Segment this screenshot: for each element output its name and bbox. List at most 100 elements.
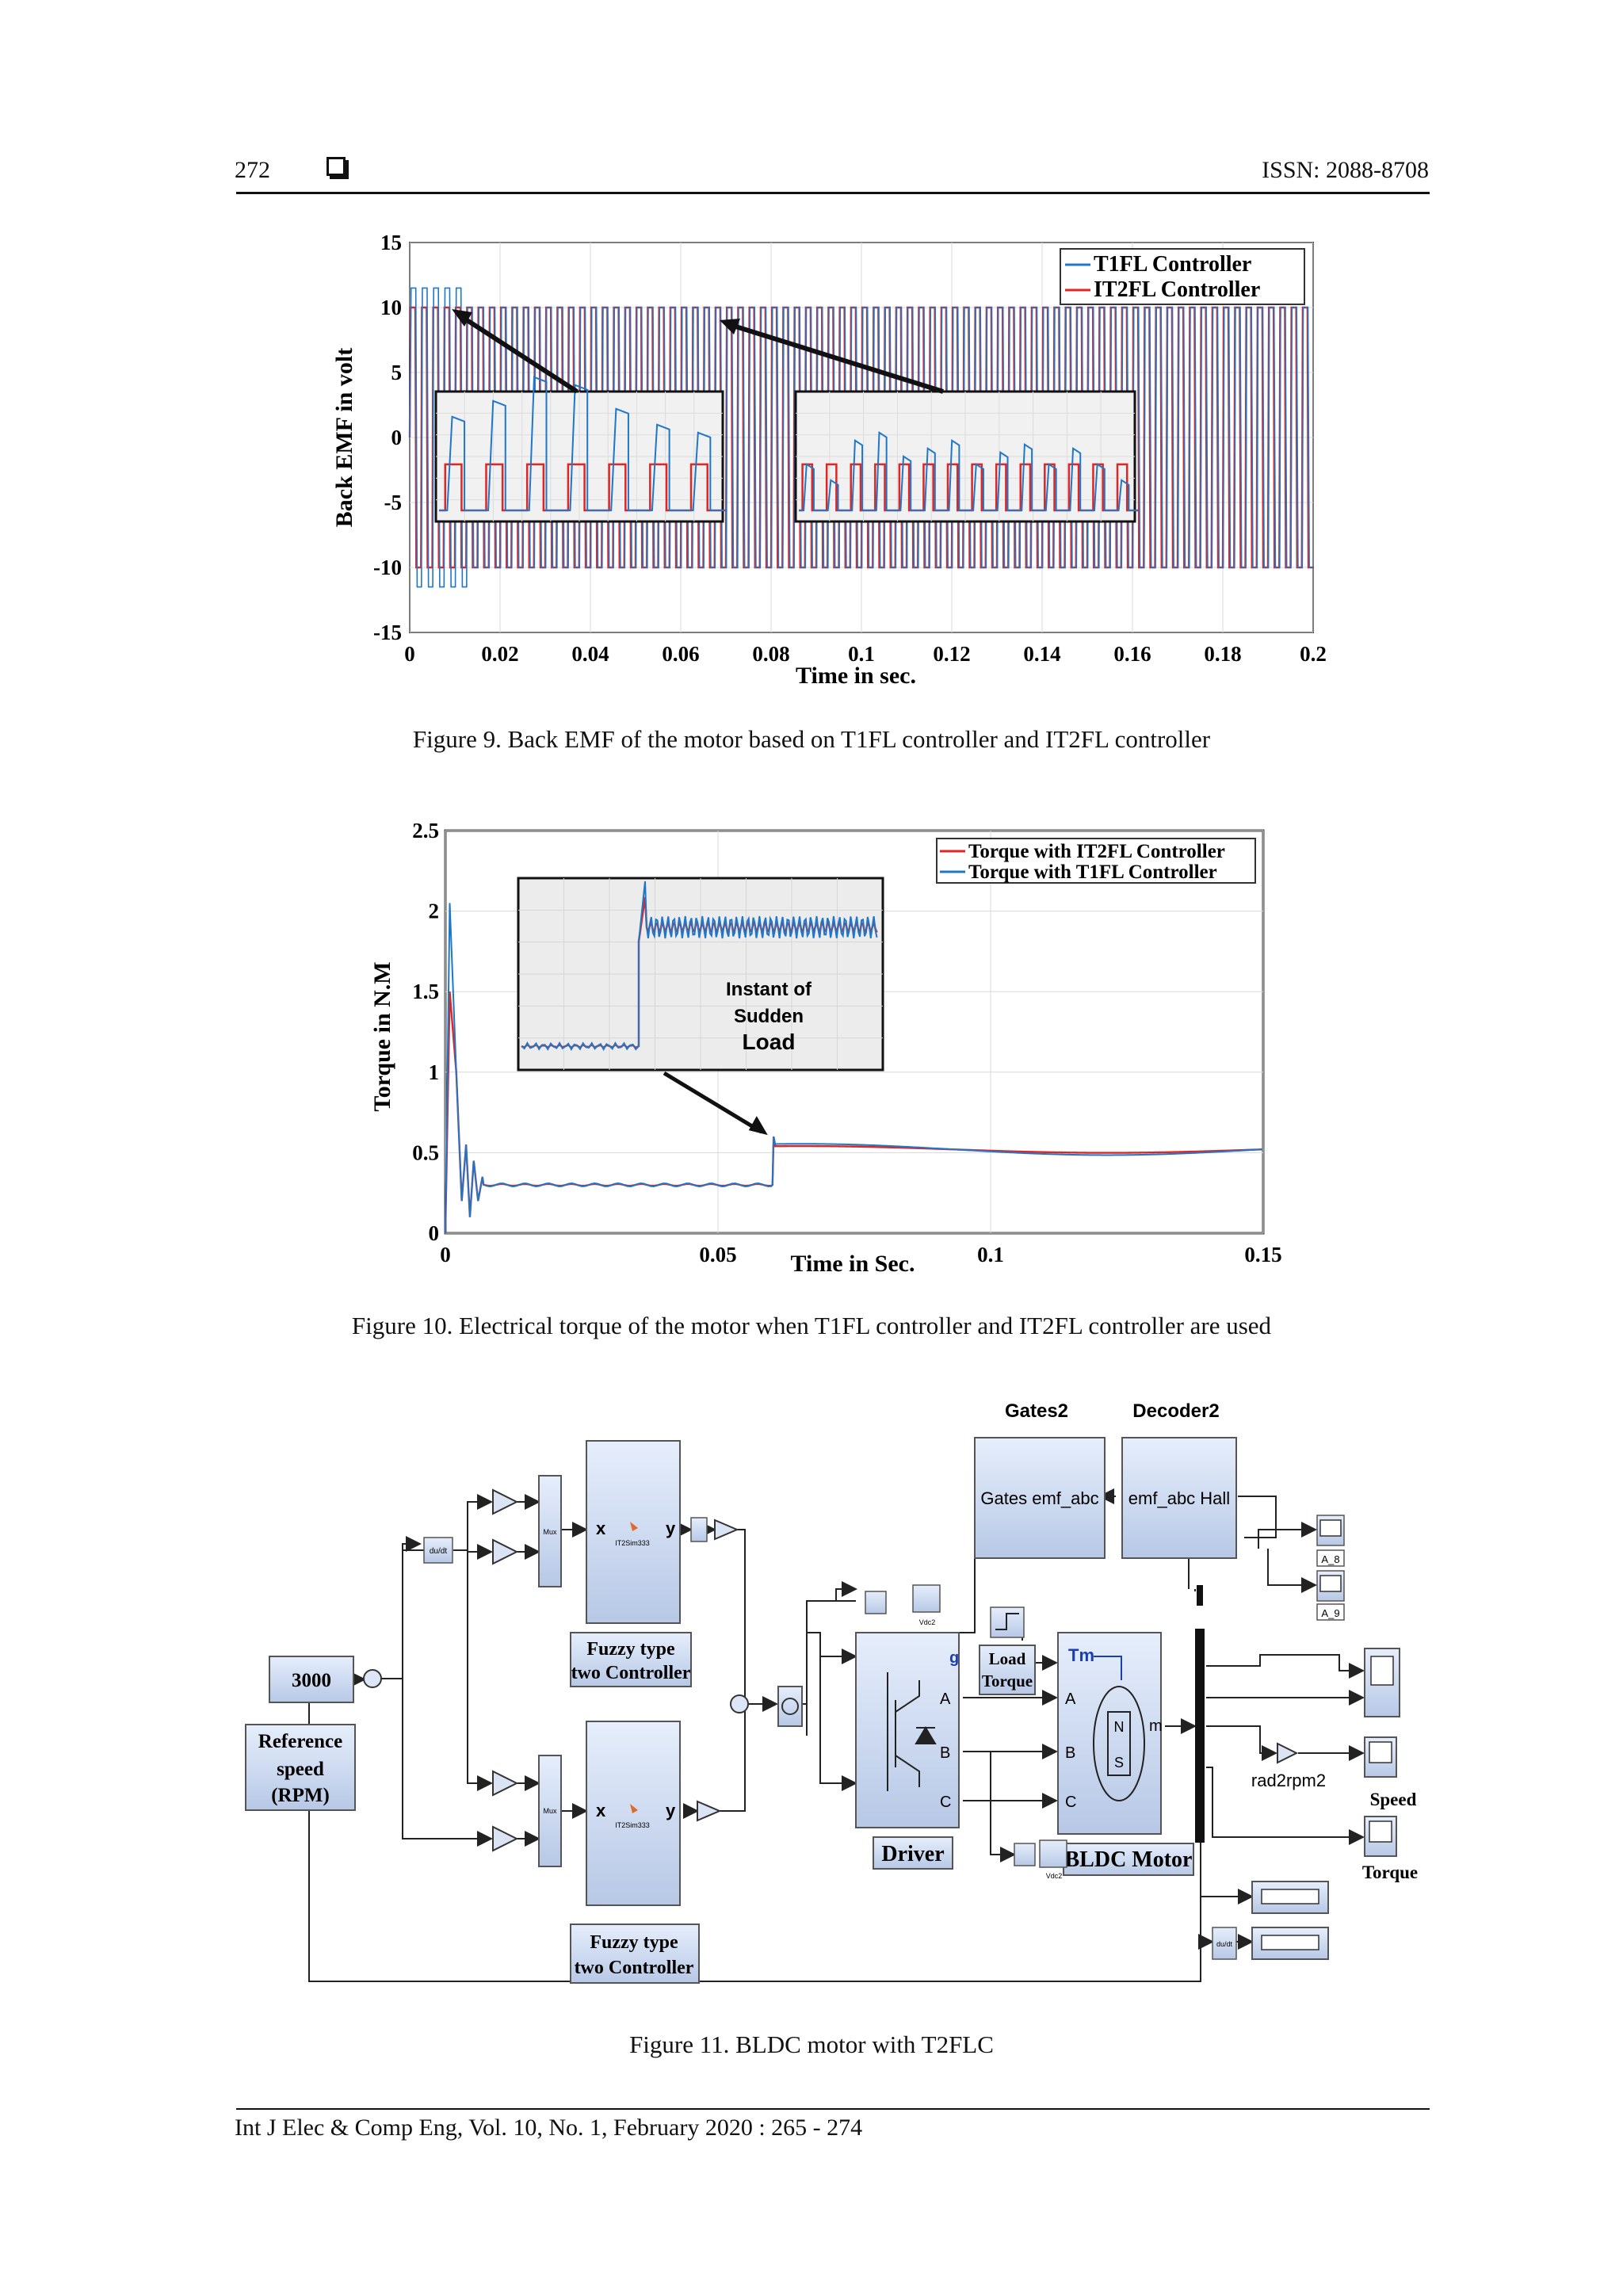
display-screen [1261,1889,1319,1904]
display-screen [1261,1935,1319,1950]
fig10-xtick: 0.05 [699,1243,736,1266]
load-torque-label-block [979,1645,1036,1695]
figure-10-caption: Figure 10. Electrical torque of the moto… [351,1312,1272,1339]
fig9-insets [434,309,1138,523]
reference-constant-block [269,1656,354,1703]
fig9-xtick: 0.18 [1204,642,1241,666]
fig9-ytick: 15 [380,231,402,254]
fig10-legend-t1fl: Torque with T1FL Controller [968,861,1217,883]
motor-stator-icon [1093,1686,1145,1801]
fuzzy-top-label-block [570,1632,692,1687]
reference-value: 3000 [292,1670,331,1691]
fig11-wires [308,1488,1365,1982]
speed-label: Speed [1370,1790,1417,1809]
fig10-ytick: 1 [429,1060,440,1084]
fig9-xtick: 0 [404,642,415,666]
derivative-label-bottom: du/dt [1216,1940,1233,1948]
fig9-xtick: 0.08 [752,642,789,666]
derivative-block-bottom [1212,1927,1237,1960]
a8-tag [1316,1549,1345,1567]
vdc-label-bottom: Vdc2 [1046,1872,1063,1880]
gates-block [974,1437,1106,1559]
page-number: 272 [235,157,270,183]
fuzzy-top-port-y: y [666,1519,676,1538]
driver-label: Driver [881,1842,944,1866]
a9-tag [1316,1603,1345,1621]
motor-port-b: B [1065,1744,1075,1762]
voltage-measure-block [865,1591,887,1614]
scope-screen-icon [1319,1575,1342,1592]
fig9-ytick: -15 [373,621,402,644]
fig10-ytick: 0.5 [412,1140,439,1164]
gain-block [492,1770,519,1797]
fuzzy-block-bottom [586,1721,681,1906]
fig10-inset-annotation: Instant of [726,979,812,1000]
fuzzy-bottom-label-block [570,1924,700,1984]
fig9-xtick: 0.16 [1113,642,1151,666]
adder-block [730,1694,749,1713]
fuzzy-top-fis-name: IT2Sim333 [615,1539,650,1547]
rad2rpm-gain-block [1277,1742,1299,1764]
vdc-scope-block-bottom [1039,1839,1067,1868]
decoder-port-label: emf_abc Hall [1128,1488,1230,1508]
mux-label-bottom: Mux [543,1807,557,1815]
fig10-ytick: 2 [429,900,440,923]
step-icon [995,1613,1019,1630]
fig9-ytick: 10 [380,296,402,319]
fig10-ylabel: Torque in N.M [372,961,395,1111]
torque-label: Torque [1362,1862,1418,1882]
fig9-xlabel: Time in sec. [796,663,916,689]
saturation-block [690,1517,708,1542]
load-torque-label-2: Torque [982,1671,1033,1690]
fig10-legend-it2fl: Torque with IT2FL Controller [968,841,1225,862]
fuzzy-top-port-x: x [596,1519,606,1538]
derivative-label-top: du/dt [430,1547,447,1556]
gain-block [697,1800,722,1822]
fig10-xtick: 0.1 [977,1243,1004,1266]
header-rule [236,192,1430,194]
driver-port-a: A [940,1690,951,1708]
fig10-xlabel: Time in Sec. [791,1251,915,1277]
reference-label-3: (RPM) [271,1785,330,1806]
fig10-series [444,903,1263,1234]
mux-block-top [538,1475,562,1587]
driver-label-block [873,1836,953,1870]
decoder-title: Decoder2 [1132,1400,1219,1422]
fuzzy-bottom-port-x: x [596,1801,606,1820]
fig10-xtick: 0.15 [1244,1243,1281,1266]
fig9-legend-it2fl: IT2FL Controller [1094,277,1260,302]
fuzzy-bottom-label-1: Fuzzy type [590,1932,678,1953]
gain-block [714,1519,739,1541]
derivative-block-top [423,1537,453,1564]
fig10-series-t1fl [445,903,1263,1234]
fig9-ytick: -10 [373,556,402,579]
fig9-xtick: 0.06 [662,642,699,666]
gates-title: Gates2 [1005,1400,1068,1422]
gates-port-label: Gates emf_abc [980,1488,1098,1508]
reference-label-2: speed [277,1759,324,1780]
fig10-callout-arrowhead [748,1116,768,1136]
footer-rule [236,2108,1430,2110]
bldc-label-block [1063,1843,1194,1876]
fig10-legend: Torque with IT2FL Controller Torque with… [936,838,1256,884]
motor-tm-wire [1094,1656,1122,1680]
gain-blocks [492,1488,519,1852]
fig10-ytick: 0 [429,1221,440,1245]
fuzzy-bottom-fis-name: IT2Sim333 [615,1821,650,1829]
fig9-xtick: 0.2 [1300,642,1327,666]
fig9-series-t1fl [409,287,1314,588]
selector-bar [1197,1585,1203,1606]
fig9-xtick: 0.02 [481,642,518,666]
bldc-label: BLDC Motor [1065,1847,1193,1872]
fig9-xtick: 0.04 [571,642,609,666]
header-square-icon [327,157,346,176]
motor-port-m: m [1149,1717,1163,1735]
motor-pole-s: S [1114,1755,1124,1771]
fig9-legend-t1fl: T1FL Controller [1094,252,1251,277]
fig9-series [408,287,1314,588]
fig9-ylabel: Back EMF in volt [331,348,357,527]
a8-label: A_8 [1321,1553,1339,1565]
